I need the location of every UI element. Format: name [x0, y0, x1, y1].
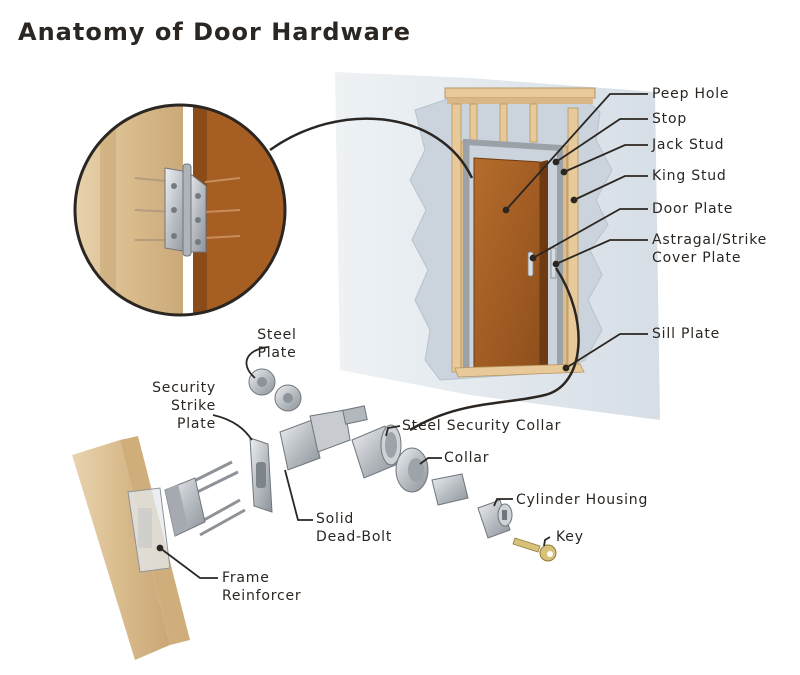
leader-lines [156, 93, 648, 579]
detail-circle [73, 103, 287, 317]
cylinder-housing [477, 499, 513, 539]
steel-plate [248, 368, 302, 412]
king-stud [451, 103, 462, 373]
label-jack-stud: Jack Stud [652, 137, 725, 153]
label-cylinder-housing: Cylinder Housing [516, 492, 649, 508]
label-line: Security [152, 380, 216, 396]
label-sill-plate: Sill Plate [652, 326, 721, 342]
label-peep-hole: Peep Hole [652, 86, 730, 102]
collar [395, 447, 429, 493]
hinge-knuckle [182, 163, 192, 257]
steel-security-collar [351, 424, 402, 479]
door-frame-section [72, 436, 190, 660]
label-collar: Collar [444, 450, 490, 466]
label-line: Strike [170, 398, 216, 414]
label-line: Steel [257, 327, 297, 343]
header-beam [444, 87, 596, 99]
sill-plate [454, 363, 585, 378]
label-solid-deadbolt: Solid Dead-Bolt [316, 510, 392, 546]
cylinder-tailpiece [431, 473, 469, 506]
label-steel-plate: Steel Plate [254, 326, 300, 362]
label-line: Solid [316, 511, 355, 527]
label-line: Frame [222, 570, 270, 586]
label-door-plate: Door Plate [652, 201, 734, 217]
label-line: Cover Plate [652, 250, 742, 266]
label-line: Reinforcer [222, 588, 302, 604]
label-astragal-strike-cover-plate: Astragal/Strike Cover Plate [652, 231, 767, 267]
label-line: Plate [257, 345, 297, 361]
detail-connector [269, 117, 474, 179]
label-key: Key [556, 529, 584, 545]
solid-deadbolt [279, 419, 321, 471]
label-line: Astragal/Strike [652, 232, 768, 248]
label-stop: Stop [652, 111, 688, 127]
label-security-strike-plate: Security Strike Plate [140, 379, 216, 433]
label-steel-security-collar: Steel Security Collar [402, 418, 562, 434]
key-icon [512, 537, 557, 562]
hardware-exploded [164, 368, 557, 562]
label-king-stud: King Stud [652, 168, 727, 184]
page-title: Anatomy of Door Hardware [18, 18, 411, 46]
label-line: Dead-Bolt [316, 529, 393, 545]
label-frame-reinforcer: Frame Reinforcer [222, 569, 301, 605]
label-line: Plate [176, 416, 216, 432]
